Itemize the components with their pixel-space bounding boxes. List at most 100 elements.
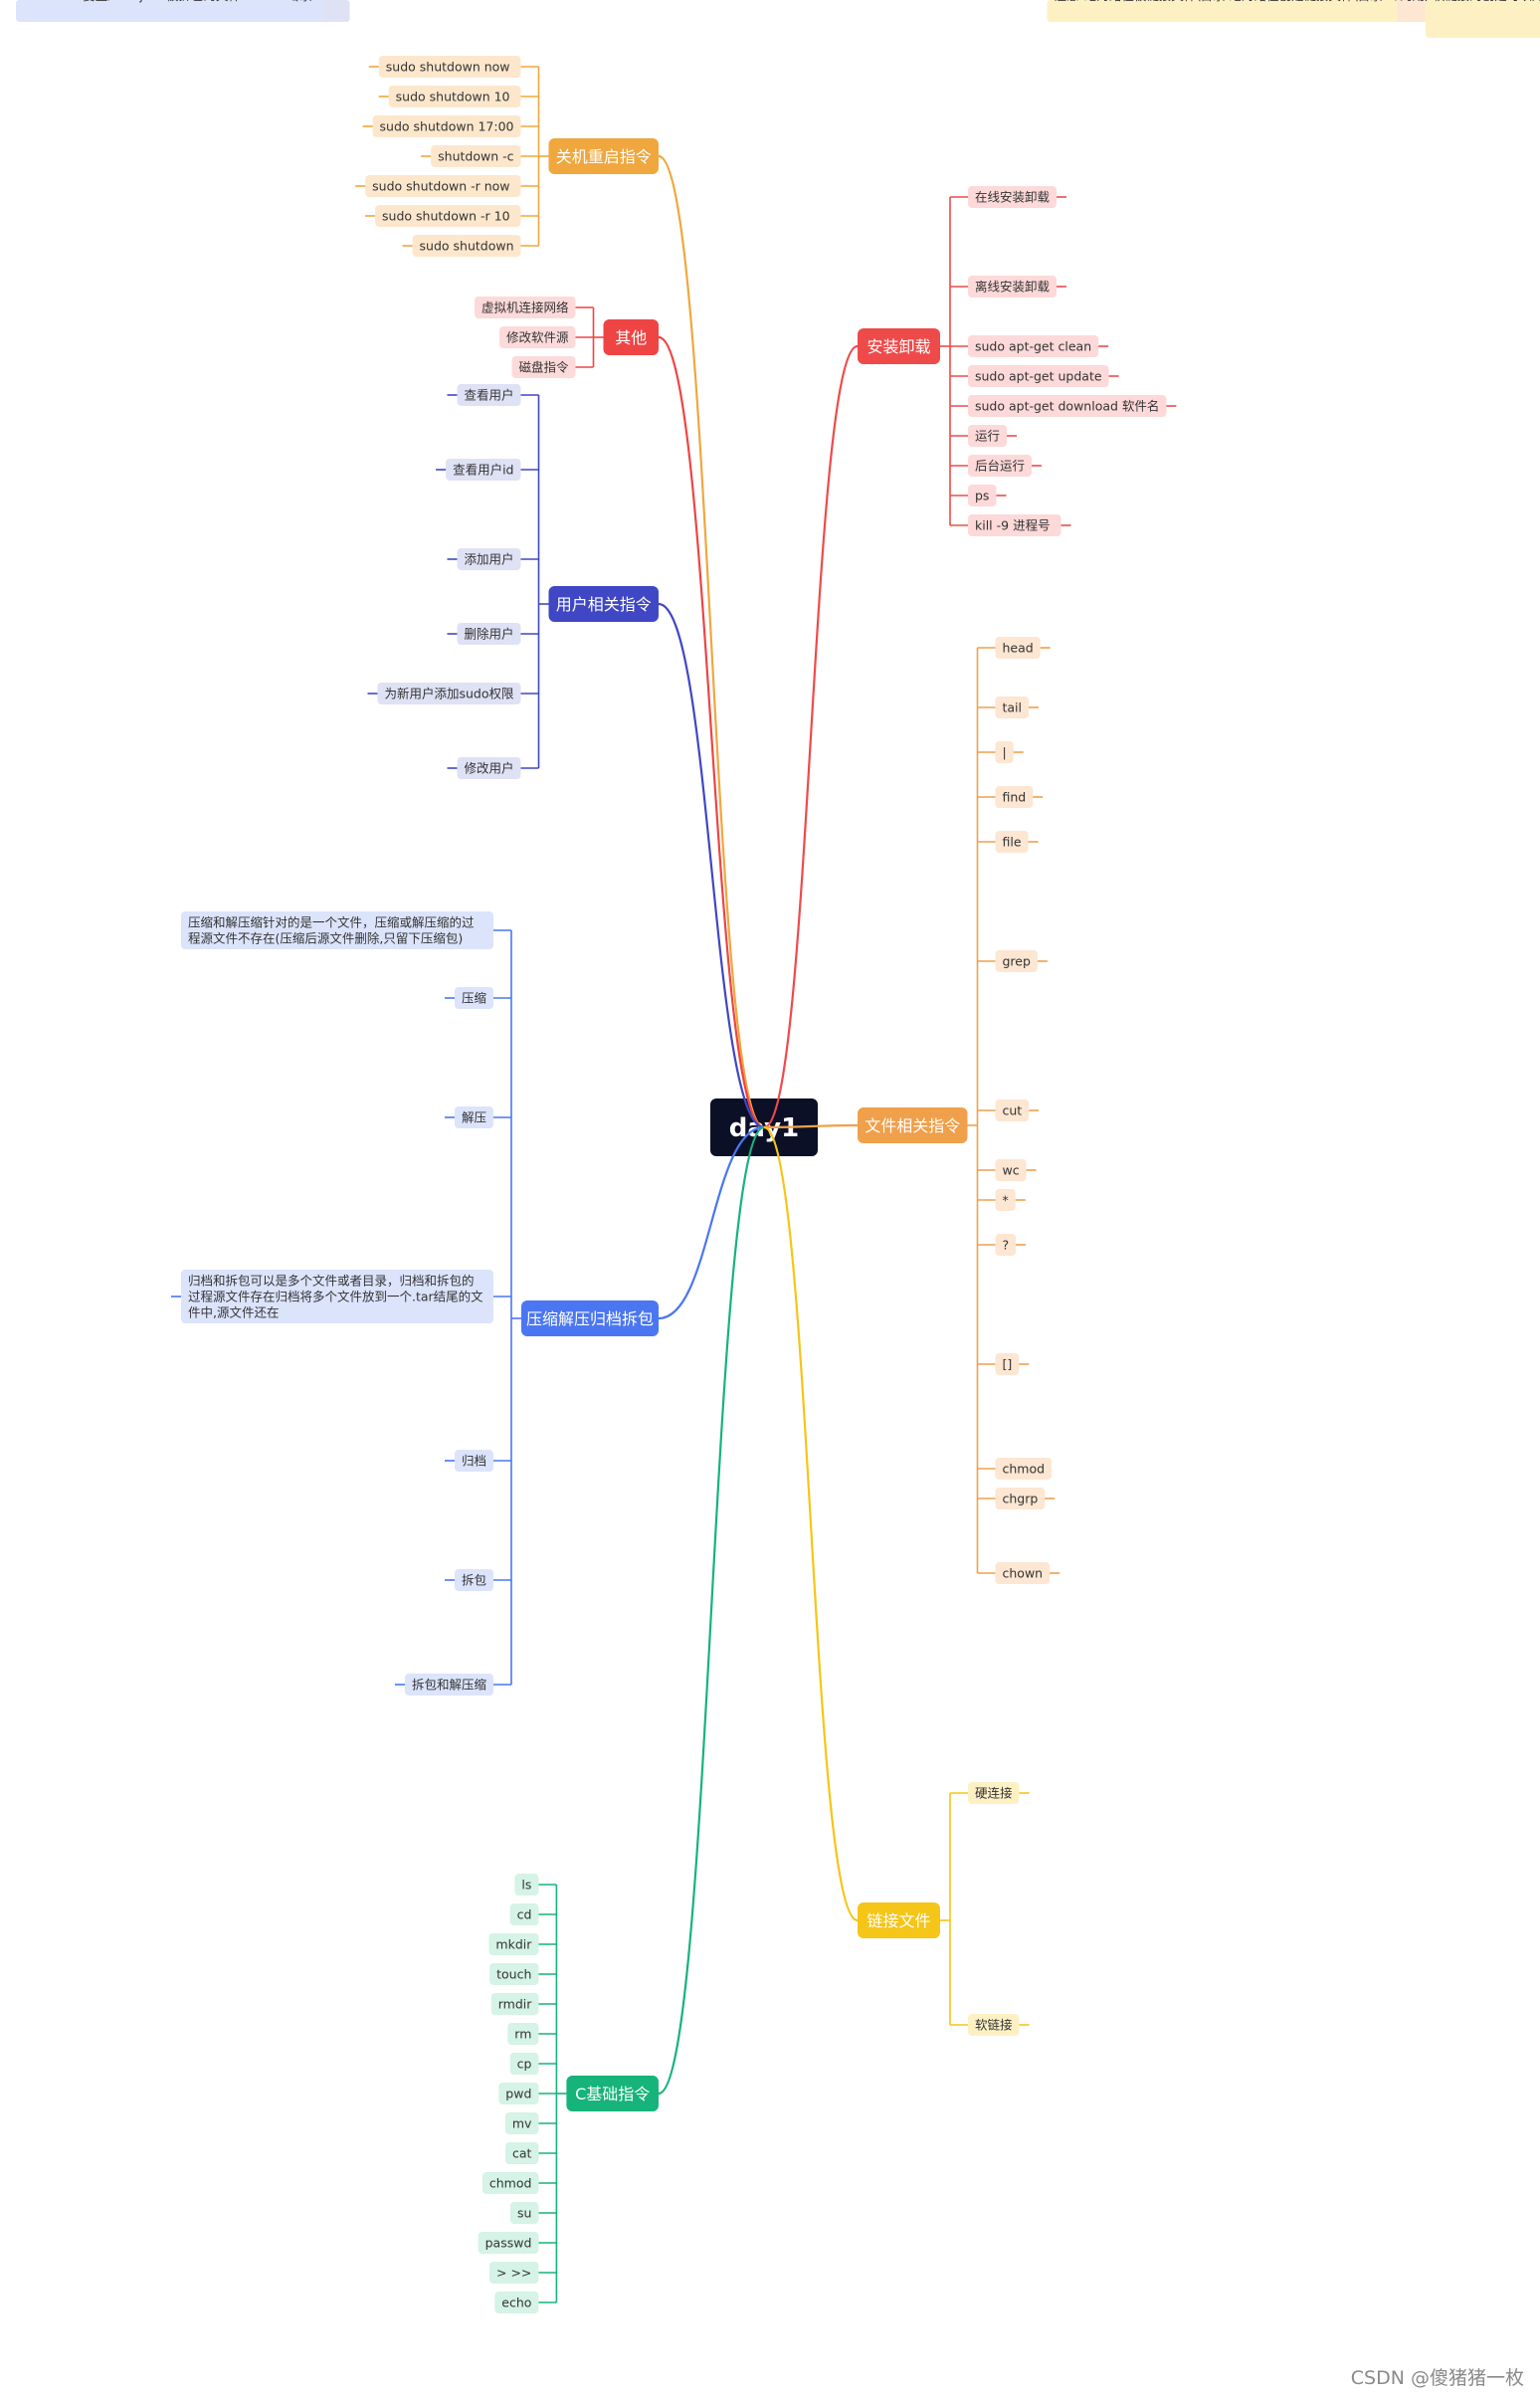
file-node-head — [995, 637, 1041, 659]
node-label: cat — [512, 2146, 532, 2161]
node-label: tar -jxvf 被拆包的文件.tar.bz2 — [113, 0, 288, 3]
link-node-n237 — [1047, 0, 1086, 22]
node-label: 删除用户 — [464, 627, 513, 642]
node-label: [] — [1003, 1357, 1013, 1372]
node-label: 查看用户 — [464, 388, 513, 403]
basic-node-cat — [504, 2142, 539, 2164]
basic-node-echo — [494, 2292, 539, 2313]
node-label: 过程源文件存在归档将多个文件放到一个.tar结尾的文 — [188, 1290, 483, 1304]
file-node-chgrp — [995, 1488, 1046, 1509]
node-label: chown — [1003, 1566, 1044, 1581]
node-label: 拆包和解压缩 — [412, 1678, 486, 1693]
connector-line — [658, 154, 765, 1129]
connector-line — [658, 1125, 765, 2096]
node-label: 归档和拆包可以是多个文件或者目录，归档和拆包的 — [188, 1274, 475, 1289]
install-node-n118 — [968, 276, 1058, 298]
branch-archive — [520, 1300, 659, 1336]
node-label: sudo shutdown -r 10 — [382, 209, 510, 224]
node-label: head — [1003, 641, 1034, 656]
install-node-ps — [968, 485, 997, 506]
connector-line — [658, 602, 765, 1129]
node-label: mkdir — [495, 1937, 532, 1952]
basic-node-mv — [504, 2112, 539, 2134]
node-label: su — [517, 2206, 531, 2221]
node-label: 软链接的创建可以对目录 — [1433, 0, 1540, 3]
file-node-wc — [995, 1159, 1027, 1181]
node-label: 注意 — [1055, 0, 1079, 3]
node-label: file — [1003, 835, 1022, 850]
file-node-chmod — [995, 1458, 1053, 1480]
archive-node-n59 — [454, 987, 493, 1009]
node-label: 添加用户 — [464, 552, 513, 567]
link-node-ln-s — [1047, 0, 1398, 22]
install-node-n111 — [968, 186, 1058, 208]
branch-link — [858, 1902, 941, 1938]
node-label: 压缩 — [462, 991, 486, 1006]
node-label: 后台运行 — [975, 459, 1025, 474]
node-label: rm — [514, 2027, 531, 2042]
branch-install — [858, 328, 941, 364]
basic-node-n102 — [489, 2262, 539, 2284]
node-label: | — [1003, 745, 1007, 760]
node-label: 解压 — [462, 1110, 486, 1125]
archive-node-n84 — [454, 1569, 493, 1591]
node-label: 压缩和解压缩针对的是一个文件，压缩或解压缩的过 — [188, 915, 475, 930]
node-label: chgrp — [1003, 1492, 1039, 1506]
node-label: 拆包 — [462, 1573, 486, 1588]
node-label: sudo apt-get download 软件名 — [975, 399, 1159, 414]
branch-other — [603, 319, 659, 355]
basic-node-cp — [509, 2053, 539, 2075]
node-label: 在线安装卸载 — [975, 190, 1051, 205]
connector-line — [763, 1125, 859, 1922]
node-label: sudo shutdown 17:00 — [380, 119, 514, 134]
user-node-n32 — [457, 548, 521, 570]
branch-label: 用户相关指令 — [556, 595, 652, 614]
csdn-watermark: CSDN @傻猪猪一枚 — [1350, 2367, 1524, 2389]
branch-label: 关机重启指令 — [556, 147, 652, 166]
install-node-kill-9 — [968, 514, 1061, 536]
other-node-n15 — [498, 326, 576, 348]
basic-node-pwd — [498, 2083, 539, 2104]
link-node-n227 — [968, 1782, 1020, 1804]
user-node-n39 — [457, 623, 521, 645]
node-label: ? — [1003, 1238, 1010, 1253]
other-node-n16 — [511, 356, 576, 378]
node-label: 查看用户id — [453, 463, 513, 478]
archive-node-n52 — [180, 911, 493, 949]
connector-line — [658, 335, 765, 1129]
basic-node-passwd — [478, 2232, 539, 2254]
node-label: * — [1003, 1193, 1009, 1208]
user-node-n18 — [457, 384, 521, 406]
basic-node-rmdir — [490, 1993, 539, 2015]
basic-node-touch — [489, 1963, 539, 1985]
node-label: find — [1003, 790, 1027, 805]
shutdown-node-sudo-shutdown-r-10 — [375, 205, 521, 227]
file-node-n190 — [995, 1234, 1017, 1256]
branch-label: 其他 — [615, 328, 647, 347]
basic-node-cd — [509, 1903, 539, 1925]
archive-node-tar — [180, 1270, 493, 1323]
shutdown-node-sudo-shutdown — [412, 235, 521, 257]
basic-node-su — [509, 2202, 539, 2224]
node-label: 离线安装卸载 — [975, 280, 1051, 295]
node-label: sudo shutdown — [420, 239, 514, 254]
node-label: chmod — [489, 2176, 532, 2191]
node-label: 修改软件源 — [506, 330, 569, 345]
install-node-sudo-apt-get-clean — [968, 335, 1099, 357]
branch-label: C基础指令 — [575, 2085, 650, 2103]
node-label: sudo apt-get clean — [975, 339, 1091, 354]
archive-node-n79 — [454, 1450, 493, 1472]
node-label: pwd — [505, 2087, 531, 2101]
node-label: 程源文件不存在(压缩后源文件删除,只留下压缩包) — [188, 931, 463, 946]
other-node-n14 — [474, 297, 576, 318]
node-label: 软链接 — [975, 2018, 1013, 2033]
node-label: cd — [517, 1907, 532, 1922]
user-node-n51 — [457, 757, 521, 779]
node-label: ls — [521, 1878, 531, 1893]
shutdown-node-sudo-shutdown-10 — [388, 86, 521, 107]
node-label: rmdir — [498, 1997, 533, 2012]
node-label: grep — [1003, 954, 1031, 969]
node-label: mv — [512, 2116, 532, 2131]
node-label: echo — [501, 2296, 531, 2310]
